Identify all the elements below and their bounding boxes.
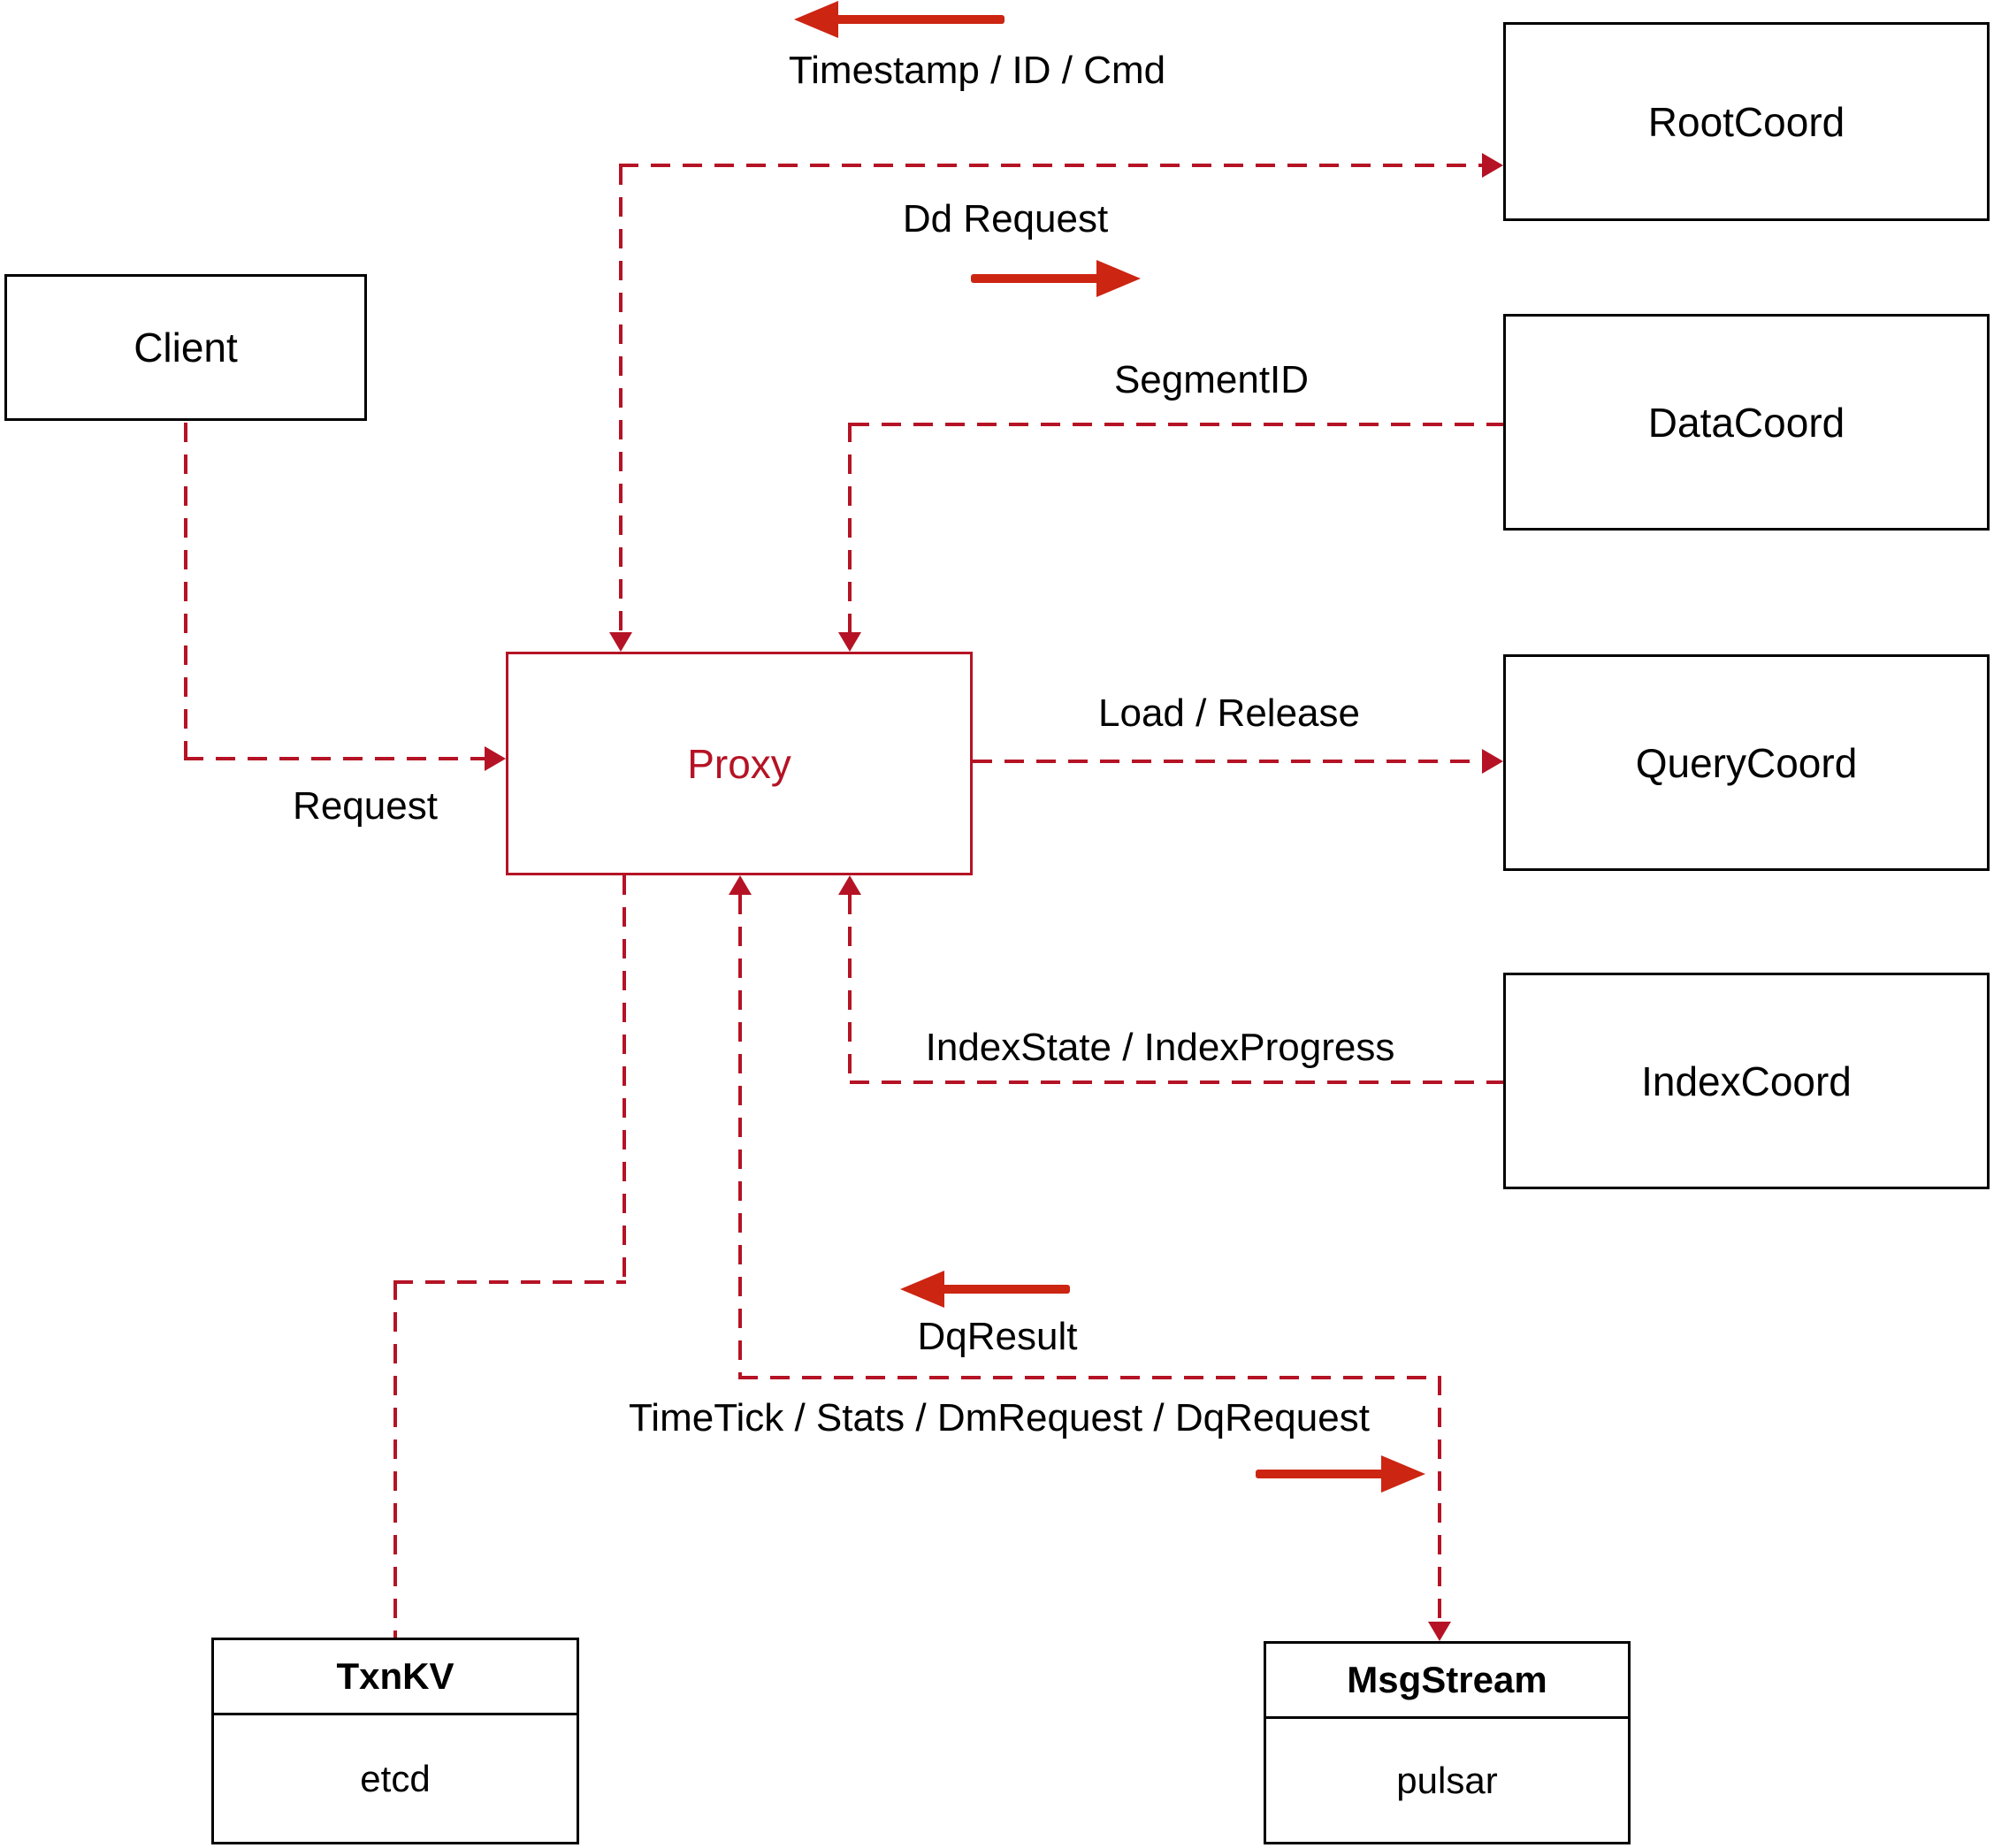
edge-label-timestamp-id-cmd: Timestamp / ID / Cmd bbox=[788, 49, 1166, 92]
arrowhead-into-rootcoord bbox=[1482, 153, 1503, 178]
node-txnkv-title: TxnKV bbox=[214, 1640, 577, 1715]
edge-proxy-querycoord-horizontal bbox=[973, 760, 1484, 763]
edge-datacoord-proxy-vertical bbox=[848, 423, 852, 633]
edge-proxy-rootcoord-horizontal bbox=[619, 164, 1484, 167]
node-indexcoord-label: IndexCoord bbox=[1641, 1058, 1852, 1104]
node-client: Client bbox=[4, 274, 367, 421]
node-querycoord: QueryCoord bbox=[1503, 654, 1990, 871]
arrowhead-into-proxy-left bbox=[485, 746, 506, 771]
arrow-head-right-icon bbox=[1096, 260, 1141, 297]
edge-proxy-txnkv-horizontal bbox=[393, 1280, 626, 1284]
dq-result-direction-left-arrow bbox=[900, 1270, 1070, 1309]
arrowhead-into-msgstream bbox=[1428, 1622, 1451, 1641]
timestamp-direction-left-arrow bbox=[794, 0, 1006, 39]
edge-datacoord-proxy-horizontal bbox=[850, 423, 1503, 426]
arrow-head-right-icon bbox=[1381, 1455, 1425, 1493]
edge-label-request: Request bbox=[293, 784, 438, 828]
arrow-shaft bbox=[971, 274, 1102, 283]
node-indexcoord: IndexCoord bbox=[1503, 973, 1990, 1189]
arrow-shaft bbox=[833, 15, 1004, 24]
node-querycoord-label: QueryCoord bbox=[1635, 739, 1858, 786]
arrowhead-into-proxy-top-right bbox=[838, 632, 861, 652]
node-rootcoord-label: RootCoord bbox=[1647, 98, 1845, 145]
node-msgstream-body: pulsar bbox=[1396, 1759, 1498, 1801]
node-msgstream: MsgStream pulsar bbox=[1264, 1641, 1631, 1844]
arrowhead-into-proxy-top-left bbox=[609, 632, 632, 652]
arrowhead-into-proxy-bottom-right bbox=[838, 875, 861, 895]
node-rootcoord: RootCoord bbox=[1503, 22, 1990, 221]
edge-proxy-rootcoord-vertical bbox=[619, 165, 623, 632]
edge-label-index-state: IndexState / IndexProgress bbox=[925, 1026, 1395, 1069]
node-client-label: Client bbox=[134, 325, 238, 370]
arrow-head-left-icon bbox=[900, 1271, 944, 1308]
node-proxy-label: Proxy bbox=[687, 740, 791, 787]
node-msgstream-title: MsgStream bbox=[1266, 1644, 1628, 1719]
node-proxy: Proxy bbox=[506, 652, 973, 875]
edge-client-proxy-horizontal bbox=[184, 757, 486, 760]
edge-proxy-txnkv-vertical-lower bbox=[393, 1280, 397, 1638]
edge-label-load-release: Load / Release bbox=[1098, 691, 1360, 735]
edge-indexcoord-proxy-horizontal bbox=[850, 1081, 1503, 1084]
node-datacoord: DataCoord bbox=[1503, 314, 1990, 531]
node-txnkv-body: etcd bbox=[360, 1757, 431, 1799]
dd-request-direction-right-arrow bbox=[971, 259, 1141, 298]
edge-label-timetick: TimeTick / Stats / DmRequest / DqRequest bbox=[629, 1396, 1370, 1439]
timetick-direction-right-arrow bbox=[1256, 1455, 1425, 1493]
edge-proxy-msgstream-vertical-lower bbox=[1438, 1376, 1441, 1623]
edge-label-dd-request: Dd Request bbox=[902, 197, 1109, 241]
edge-label-dq-result: DqResult bbox=[917, 1315, 1078, 1358]
edge-indexcoord-proxy-vertical bbox=[848, 895, 852, 1082]
edge-proxy-msgstream-horizontal bbox=[738, 1376, 1441, 1379]
arrow-shaft bbox=[939, 1285, 1070, 1294]
arrowhead-into-proxy-bottom-left bbox=[729, 875, 752, 895]
edge-label-segment-id: SegmentID bbox=[1113, 358, 1310, 401]
edge-client-proxy-vertical bbox=[184, 423, 187, 759]
edge-proxy-msgstream-vertical-upper bbox=[738, 895, 742, 1378]
node-datacoord-label: DataCoord bbox=[1647, 399, 1845, 446]
arrowhead-into-querycoord bbox=[1482, 749, 1503, 774]
edge-proxy-txnkv-vertical-upper bbox=[623, 875, 626, 1282]
arrow-shaft bbox=[1256, 1470, 1386, 1478]
node-txnkv: TxnKV etcd bbox=[211, 1638, 579, 1844]
arrow-head-left-icon bbox=[794, 1, 838, 38]
